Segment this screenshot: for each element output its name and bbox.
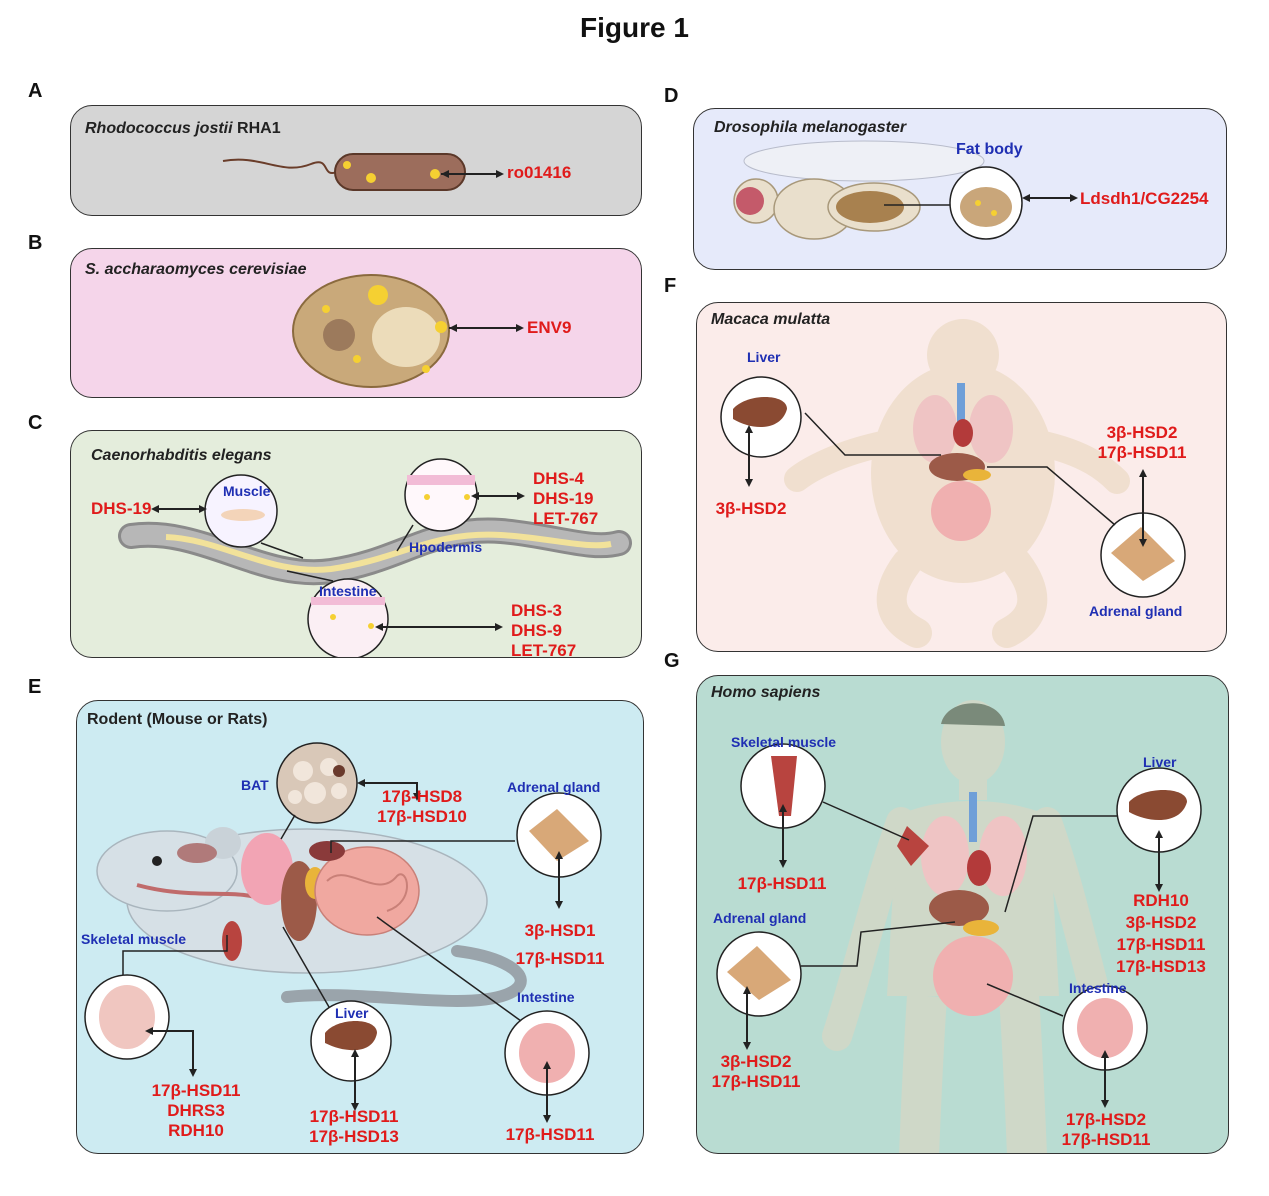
tissue-label-adrenal-f: Adrenal gland — [1089, 603, 1183, 619]
organism-name-b: S. accharaomyces cerevisiae — [85, 261, 307, 278]
gene-list-e-adrenal: 3β-HSD1 17β-HSD11 — [515, 921, 605, 968]
gene-label-ldsdh1: Ldsdh1/CG2254 — [1080, 189, 1209, 208]
panel-e: Rodent (Mouse or Rats) BAT Adrenal gland… — [76, 700, 644, 1154]
tissue-label-bat: BAT — [241, 777, 269, 793]
panel-label-g: G — [664, 650, 680, 672]
fly-illustration — [733, 140, 1078, 240]
gene-list-e-skeletal: 17β-HSD11 DHRS3 RDH10 — [151, 1081, 241, 1140]
tissue-label-skeletal-g: Skeletal muscle — [731, 734, 837, 750]
panel-label-a: A — [28, 80, 43, 102]
organism-name-d: Drosophila melanogaster — [714, 119, 907, 136]
gene-list-c-muscle: DHS-19 — [91, 499, 152, 518]
tissue-label-liver-g: Liver — [1143, 754, 1177, 770]
panel-label-f: F — [664, 275, 677, 297]
human-illustration — [716, 700, 1202, 1153]
gene-list-e-intestine: 17β-HSD11 — [505, 1125, 595, 1144]
tissue-label-liver-e: Liver — [335, 1005, 369, 1021]
panel-label-d: D — [664, 85, 679, 107]
tissue-label-skeletal-e: Skeletal muscle — [81, 931, 187, 947]
panel-d: Drosophila melanogaster Fat body Ldsdh1/… — [693, 108, 1227, 270]
tissue-label-liver-f: Liver — [747, 349, 781, 365]
gene-list-g-skeletal: 17β-HSD11 — [737, 874, 827, 893]
gene-list-e-liver: 17β-HSD11 17β-HSD13 — [309, 1107, 399, 1146]
tissue-label-hypodermis: Hpodermis — [409, 539, 483, 555]
tissue-label-fat-body: Fat body — [956, 141, 1023, 158]
yeast-cell-illustration — [292, 274, 524, 388]
panel-g: Homo sapiens Skeletal muscle Liver Adren… — [696, 675, 1229, 1154]
panel-f: Macaca mulatta Liver Adrenal gland 3β-HS… — [696, 302, 1227, 652]
panel-a: Rhodococcus jostii RHA1 ro01416 — [70, 105, 642, 216]
tissue-label-intestine: Intestine — [319, 583, 377, 599]
organism-name-a: Rhodococcus jostii RHA1 — [85, 120, 281, 137]
gene-list-g-liver: RDH10 3β-HSD2 17β-HSD11 17β-HSD13 — [1116, 891, 1206, 976]
tissue-label-intestine-e: Intestine — [517, 989, 575, 1005]
macaque-illustration — [720, 319, 1186, 648]
organism-name-c: Caenorhabditis elegans — [91, 447, 272, 464]
tissue-label-adrenal-e: Adrenal gland — [507, 779, 601, 795]
tissue-label-intestine-g: Intestine — [1069, 980, 1127, 996]
gene-label-env9: ENV9 — [527, 318, 572, 337]
panel-b: S. accharaomyces cerevisiae ENV9 — [70, 248, 642, 398]
gene-list-f-liver: 3β-HSD2 — [715, 499, 787, 518]
organism-name-g: Homo sapiens — [711, 684, 821, 701]
gene-list-g-adrenal: 3β-HSD2 17β-HSD11 — [711, 1052, 801, 1091]
figure-title: Figure 1 — [580, 12, 689, 43]
gene-list-f-adrenal: 3β-HSD2 17β-HSD11 — [1097, 423, 1187, 462]
tissue-label-adrenal-g: Adrenal gland — [713, 910, 807, 926]
gene-list-g-intestine: 17β-HSD2 17β-HSD11 — [1061, 1110, 1151, 1149]
gene-label-ro01416: ro01416 — [507, 163, 572, 182]
gene-list-e-bat: 17β-HSD8 17β-HSD10 — [377, 787, 467, 826]
rodent-illustration — [84, 742, 602, 1123]
panel-label-b: B — [28, 232, 43, 254]
tissue-label-muscle: Muscle — [223, 483, 271, 499]
organism-name-e: Rodent (Mouse or Rats) — [87, 711, 268, 728]
worm-illustration — [118, 458, 632, 657]
panel-label-e: E — [28, 676, 42, 698]
gene-list-c-intestine: DHS-3 DHS-9 LET-767 — [511, 601, 577, 658]
organism-name-f: Macaca mulatta — [711, 311, 831, 328]
panel-c: Caenorhabditis elegans Muscle Hpodermis … — [70, 430, 642, 658]
bacterium-illustration — [222, 153, 504, 191]
gene-list-c-hypodermis: DHS-4 DHS-19 LET-767 — [533, 469, 599, 528]
panel-label-c: C — [28, 412, 43, 434]
